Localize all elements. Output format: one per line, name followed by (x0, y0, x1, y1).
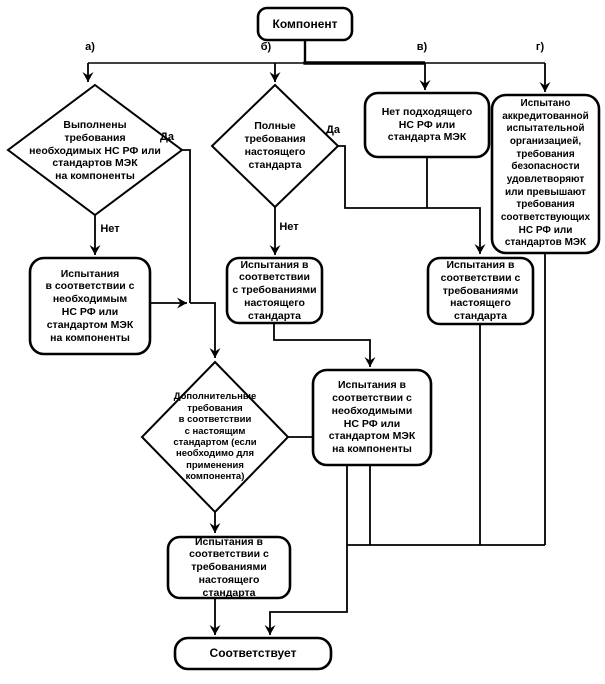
decision-no-a-label: Нет (100, 223, 120, 236)
decision-yes-a-label: Да (160, 131, 174, 144)
connector-bypass (264, 436, 348, 635)
node-diamond-d-label: Дополнительные требования в соответствии… (173, 391, 257, 483)
connector-b1-to-b2 (273, 323, 376, 367)
node-diamond-b-shape (210, 83, 340, 209)
node-box-c-label: Нет подходящего НС РФ или стандарта МЭК (381, 105, 473, 144)
node-box-b2-shape (311, 368, 433, 467)
branch-label-v: в) (416, 41, 428, 54)
decision-no-b-label: Нет (279, 221, 299, 234)
branch-label-b: б) (260, 41, 272, 54)
node-box-c-shape (363, 91, 491, 159)
connector-yes-a (182, 149, 191, 303)
node-box-b1-shape (225, 256, 324, 325)
node-box-d-label: Испытания в соответствии с требованиями … (189, 535, 269, 599)
node-sootvetstvuet-label: Соответствует (209, 646, 297, 661)
node-box-c1-label: Испытания в соответствии с требованиями … (440, 259, 521, 323)
connector-into-diamond-d (190, 302, 221, 358)
node-box-b1-label: Испытания в соответствии с требованиями … (232, 258, 317, 322)
node-shapes (6, 6, 601, 671)
branch-label-a: а) (85, 41, 95, 54)
branch-label-g: г) (535, 41, 545, 54)
connector-yes-b (338, 145, 486, 254)
node-box-b2-label: Испытания в соответствии с необходимыми … (328, 379, 416, 456)
node-diamond-d-shape (140, 360, 290, 514)
decision-yes-b-label: Да (326, 124, 340, 137)
node-sootvetstvuet-shape (173, 636, 333, 671)
node-diamond-a-label: Выполнены требования необходимых НС РФ и… (29, 119, 161, 183)
node-diamond-a-shape (6, 83, 184, 217)
node-diamond-b-label: Полные требования настоящего стандарта (244, 120, 306, 171)
node-box-g-shape (490, 93, 601, 255)
node-box-c1-shape (426, 256, 535, 326)
node-komponent-shape (256, 6, 354, 42)
node-box-g-label: Испытано аккредитованной испытательной о… (500, 97, 591, 249)
node-box-a1-label: Испытания в соответствии с необходимым Н… (45, 267, 135, 344)
node-box-a1-shape (28, 256, 152, 356)
node-komponent-label: Компонент (272, 16, 338, 31)
node-box-d-shape (166, 535, 292, 600)
